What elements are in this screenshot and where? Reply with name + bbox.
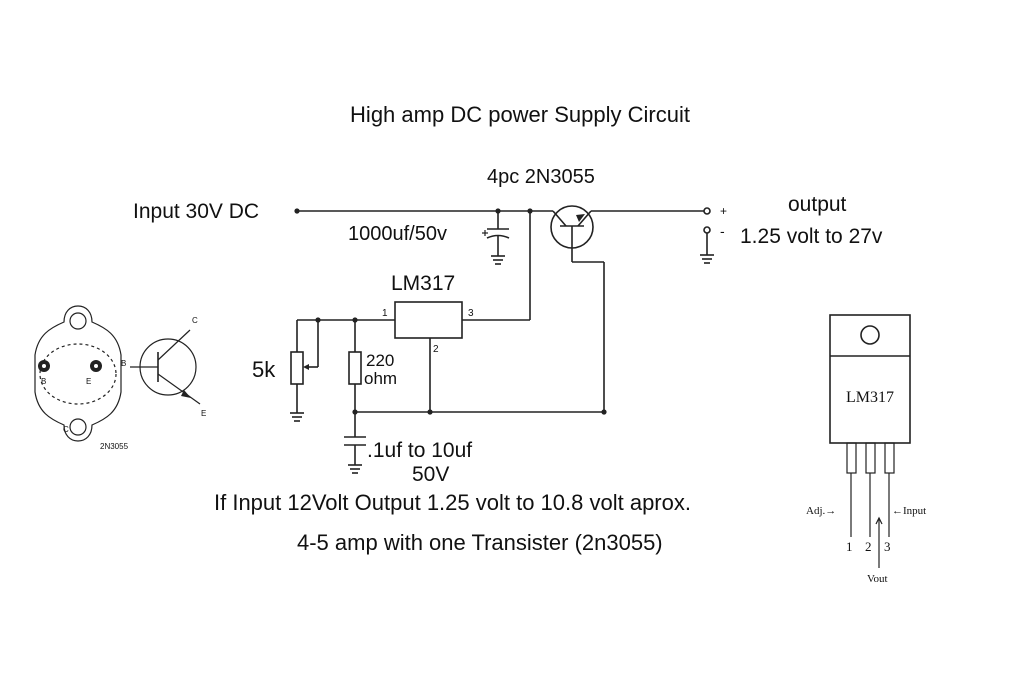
resistor-220: 220 ohm [348, 320, 397, 412]
svg-text:3: 3 [468, 308, 474, 319]
output-minus: - [720, 223, 725, 239]
potentiometer: 5k [252, 320, 319, 422]
diagram-title: High amp DC power Supply Circuit [350, 102, 690, 127]
to220-input-label: ←Input [892, 505, 926, 517]
transistor-label: 4pc 2N3055 [487, 166, 595, 188]
output-plus: + [720, 204, 727, 218]
main-schematic: Input 30V DC 1000uf/50v 4pc 2N3055 [133, 166, 883, 555]
to3-outline [34, 305, 122, 442]
to220-tab-hole [860, 325, 880, 345]
to3-mount-hole-top [69, 312, 87, 330]
adj-cap-value: .1uf to 10uf [367, 439, 472, 462]
adjust-capacitor: .1uf to 10uf 50V [344, 412, 472, 486]
resistor-value: 220 [366, 351, 394, 370]
to220-body [829, 314, 911, 444]
svg-text:3: 3 [884, 539, 891, 554]
capacitor-label: 1000uf/50v [348, 223, 447, 245]
svg-text:E: E [201, 409, 206, 418]
adj-cap-voltage: 50V [412, 463, 449, 486]
svg-text:2: 2 [433, 344, 439, 355]
to220-name: LM317 [846, 389, 894, 406]
to220-package-drawing: LM317 Adj.→ ←Input 1 2 3 Vout [806, 314, 926, 585]
note-line-1: If Input 12Volt Output 1.25 volt to 10.8… [214, 490, 691, 515]
to3-name: 2N3055 [100, 442, 129, 451]
to3-can [39, 343, 117, 405]
to220-adj-label: Adj.→ [806, 505, 836, 517]
output-range: 1.25 volt to 27v [740, 225, 883, 248]
output-label: output [788, 193, 847, 216]
to220-vout-label: Vout [867, 573, 888, 585]
svg-text:E: E [86, 377, 91, 386]
pot-label: 5k [252, 357, 276, 382]
note-line-2: 4-5 amp with one Transister (2n3055) [297, 530, 663, 555]
resistor-unit: ohm [364, 369, 397, 388]
svg-text:2: 2 [865, 539, 872, 554]
svg-text:B: B [121, 359, 126, 368]
svg-text:B: B [41, 377, 46, 386]
lm317-regulator: LM317 1 3 2 [297, 211, 531, 412]
to3-package-drawing: B E C 2N3055 [34, 305, 129, 451]
svg-text:C: C [63, 425, 69, 434]
svg-text:1: 1 [382, 308, 388, 319]
input-capacitor: 1000uf/50v [348, 211, 510, 265]
svg-text:1: 1 [846, 539, 853, 554]
output-minus-terminal [703, 226, 711, 234]
power-transistor: 4pc 2N3055 [487, 166, 605, 412]
regulator-label: LM317 [391, 272, 455, 295]
npn-transistor-symbol: B C E [121, 316, 206, 418]
output-plus-terminal [703, 207, 711, 215]
input-label: Input 30V DC [133, 200, 259, 223]
svg-text:C: C [192, 316, 198, 325]
to3-mount-hole-bottom [69, 418, 87, 436]
